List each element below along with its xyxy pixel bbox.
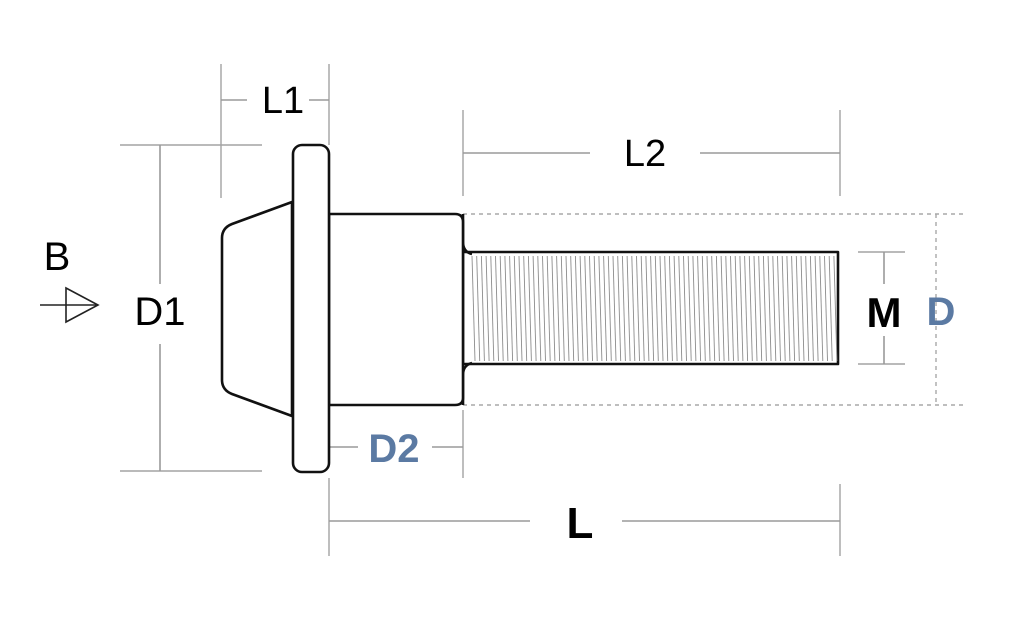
dimension-lines: [120, 64, 965, 556]
threaded-shank: [461, 214, 840, 405]
shank-step-top: [461, 214, 473, 256]
label-l2: L2: [624, 133, 666, 175]
arrow-right-icon: [40, 286, 100, 324]
shank-step-bottom: [461, 361, 473, 405]
label-l1: L1: [262, 80, 304, 122]
thread-lines: [471, 255, 838, 362]
conical-head: [220, 200, 294, 418]
smooth-shank: [327, 212, 465, 407]
label-m: M: [867, 289, 902, 336]
flange: [291, 143, 331, 474]
label-b: B: [44, 235, 71, 279]
label-d1: D1: [134, 290, 185, 334]
label-d2: D2: [368, 427, 419, 471]
label-l: L: [567, 499, 594, 548]
label-d: D: [927, 290, 956, 334]
